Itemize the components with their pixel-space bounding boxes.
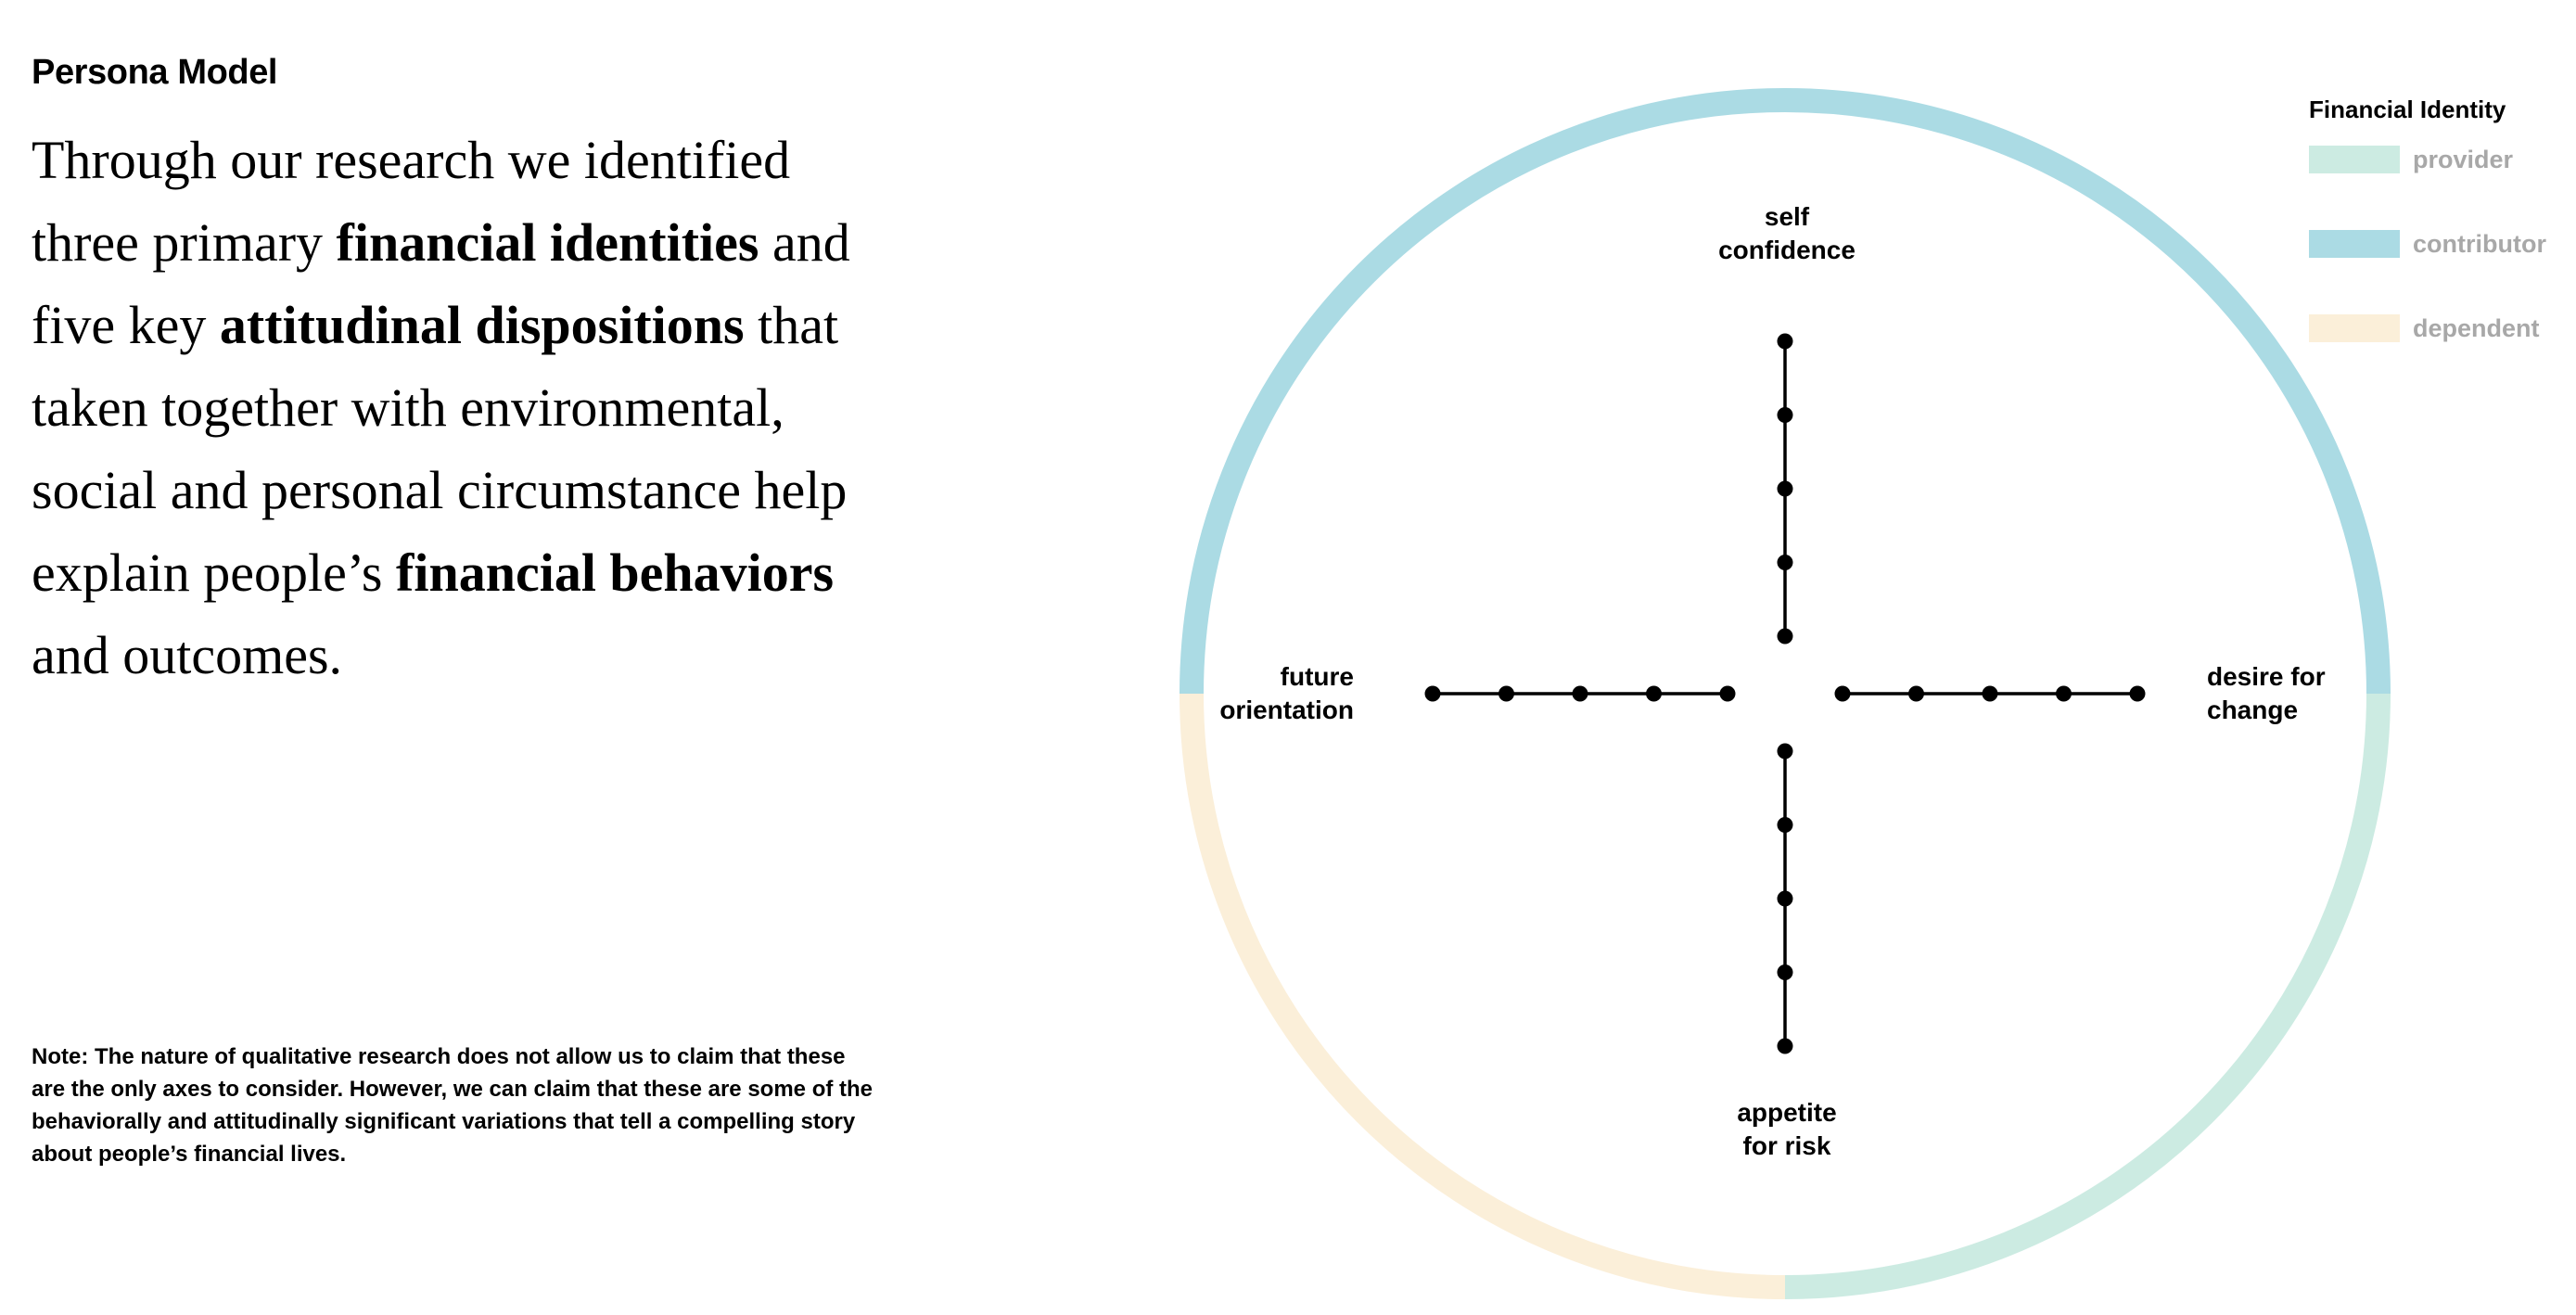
axis-tick-desire-for-change-2[interactable] [1908,685,1924,702]
axis-tick-self-confidence-2[interactable] [1777,555,1793,570]
page-title: Persona Model [32,53,278,92]
intro-text: that taken together with environmental, … [32,294,848,603]
legend-label-contributor: contributor [2413,229,2546,258]
axis-tick-self-confidence-5[interactable] [1777,333,1793,350]
ring-segment-provider[interactable] [1784,693,2391,1299]
legend-swatch-contributor [2309,230,2400,258]
axis-tick-appetite-for-risk-1[interactable] [1777,743,1793,760]
disposition-axes [1424,333,2146,1054]
legend-item-contributor[interactable]: contributor [2309,227,2569,261]
legend-title: Financial Identity [2309,96,2506,123]
axis-tick-future-orientation-4[interactable] [1498,685,1514,702]
intro-text: Through our research we identified three… [32,129,791,273]
axis-tick-desire-for-change-3[interactable] [1982,685,1998,702]
axis-tick-appetite-for-risk-4[interactable] [1777,964,1793,980]
axis-tick-desire-for-change-4[interactable] [2056,685,2072,702]
legend: Financial Identity provider contributor … [2309,96,2569,345]
legend-label-dependent: dependent [2413,313,2540,342]
axis-tick-future-orientation-2[interactable] [1646,685,1662,702]
legend-swatch-dependent [2309,314,2400,342]
text-column: Persona Model Through our research we id… [32,52,903,696]
axis-tick-appetite-for-risk-3[interactable] [1777,890,1793,907]
axis-tick-appetite-for-risk-2[interactable] [1777,817,1793,833]
intro-text: and outcomes. [32,624,343,685]
intro-emphasis: financial behaviors [396,542,835,603]
intro-emphasis: financial identities [336,211,759,273]
axis-tick-appetite-for-risk-5[interactable] [1777,1038,1793,1054]
axis-tick-future-orientation-3[interactable] [1572,685,1588,702]
axis-tick-desire-for-change-1[interactable] [1834,685,1851,702]
ring-segment-dependent[interactable] [1180,693,1786,1299]
axis-tick-desire-for-change-5[interactable] [2129,685,2146,702]
legend-item-dependent[interactable]: dependent [2309,312,2569,345]
axis-tick-self-confidence-3[interactable] [1777,480,1793,497]
intro-text: and five key [32,211,850,355]
axis-label-appetite-for-risk: appetite for risk [1737,1098,1837,1160]
axis-tick-future-orientation-5[interactable] [1424,685,1441,702]
axis-tick-self-confidence-4[interactable] [1777,407,1793,423]
axis-label-desire-for-change: desire for change [2207,662,2326,724]
axis-tick-self-confidence-1[interactable] [1777,628,1793,645]
legend-item-provider[interactable]: provider [2309,143,2569,176]
ring-segment-contributor[interactable] [1180,88,2391,695]
axis-label-future-orientation: future orientation [1219,662,1354,724]
axis-tick-future-orientation-1[interactable] [1719,685,1736,702]
legend-label-provider: provider [2413,145,2514,173]
legend-swatch-provider [2309,146,2400,173]
note-block: Note: The nature of qualitative research… [32,1044,874,1167]
axis-label-self-confidence: self confidence [1718,202,1855,264]
identity-ring [1180,88,2391,1299]
intro-paragraph: Through our research we identified three… [32,119,866,696]
intro-emphasis: attitudinal dispositions [219,294,745,355]
